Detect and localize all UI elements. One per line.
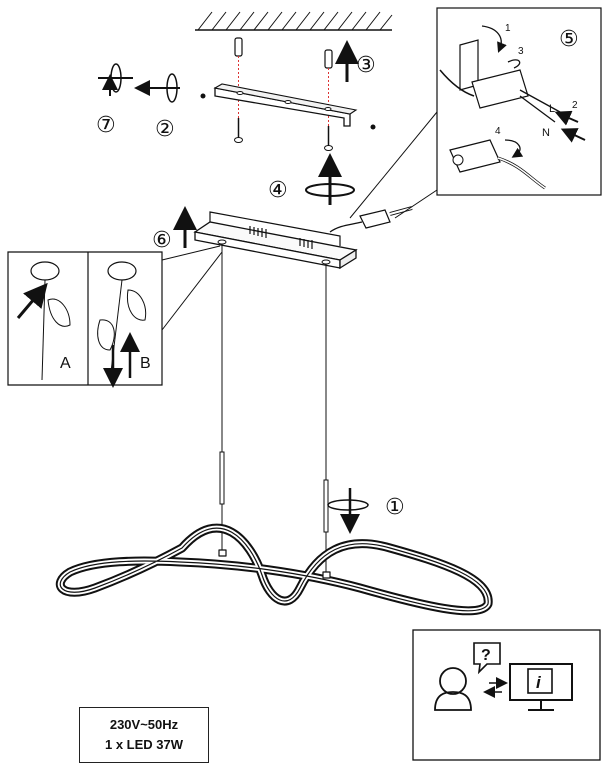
inset-wire-adjust [7, 245, 223, 388]
wire-live-label: L [549, 103, 555, 115]
spec-voltage: 230V~50Hz [109, 717, 179, 732]
mounting-bracket [200, 83, 376, 130]
step-2-label: ② [155, 117, 175, 142]
question-mark: ? [481, 647, 491, 664]
inset-wiring [349, 7, 602, 219]
wire-neutral-label: N [542, 127, 550, 139]
swap-arrows-icon [483, 677, 508, 698]
spec-box: 230V~50Hz 1 x LED 37W [79, 707, 209, 763]
rotate-screw-icon [98, 63, 133, 96]
ceiling [195, 11, 393, 31]
inset-label-a: A [60, 355, 71, 372]
spec-led: 1 x LED 37W [104, 737, 184, 752]
step-5-label: ⑤ [559, 27, 579, 52]
wiring-num-1: 1 [505, 23, 511, 34]
step-1-label: ① [385, 495, 405, 520]
led-lamp-body [55, 523, 493, 616]
step-4-label: ④ [268, 178, 288, 203]
info-letter: i [536, 673, 542, 692]
wiring-num-3: 3 [518, 46, 524, 57]
wire-gripper-left [219, 451, 225, 505]
step-7-label: ⑦ [96, 113, 116, 138]
step-6-label: ⑥ [152, 228, 172, 253]
step-3-label: ③ [356, 53, 376, 78]
canopy [193, 211, 358, 270]
push-screw-icon [134, 73, 180, 103]
help-box: ? i [412, 629, 601, 761]
inset-label-b: B [140, 355, 151, 372]
rotate-canopy-icon [305, 153, 355, 205]
wiring-num-4: 4 [495, 126, 501, 137]
wire-gripper-right [323, 479, 329, 533]
wall-plug-right [324, 49, 333, 151]
power-cable [329, 206, 413, 233]
person-icon [434, 667, 472, 711]
question-bubble-icon: ? [473, 642, 501, 675]
monitor-info-icon: i [509, 663, 573, 711]
wiring-num-2: 2 [572, 100, 578, 111]
height-adjust-icon [327, 488, 369, 534]
